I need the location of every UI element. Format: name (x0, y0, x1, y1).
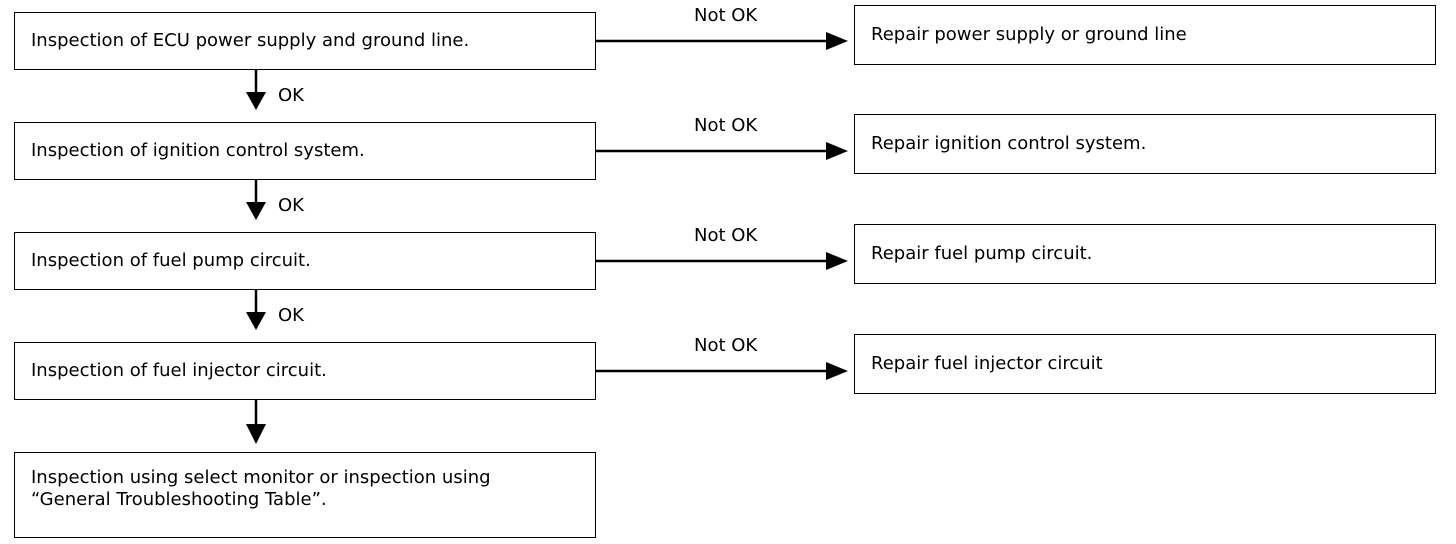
not-ok-label-3: Not OK (694, 225, 758, 246)
inspection-final-line-1: Inspection using select monitor or inspe… (31, 467, 491, 488)
not-ok-label-4: Not OK (694, 335, 758, 356)
ok-label-3: OK (278, 305, 304, 326)
inspection-step-3-text: Inspection of fuel pump circuit. (31, 250, 311, 271)
repair-step-4-text: Repair fuel injector circuit (871, 353, 1103, 374)
down-arrowhead-3 (246, 312, 266, 330)
inspection-step-1: Inspection of ECU power supply and groun… (14, 12, 596, 70)
inspection-step-4-text: Inspection of fuel injector circuit. (31, 360, 327, 381)
inspection-step-3: Inspection of fuel pump circuit. (14, 232, 596, 290)
not-ok-label-2: Not OK (694, 115, 758, 136)
ok-label-2: OK (278, 195, 304, 216)
repair-step-3: Repair fuel pump circuit. (854, 224, 1436, 284)
inspection-step-4: Inspection of fuel injector circuit. (14, 342, 596, 400)
inspection-final-line-2: “General Troubleshooting Table”. (31, 489, 327, 510)
right-arrowhead-3 (826, 252, 848, 270)
inspection-step-1-text: Inspection of ECU power supply and groun… (31, 30, 470, 51)
repair-step-2: Repair ignition control system. (854, 114, 1436, 174)
right-arrowhead-2 (826, 142, 848, 160)
down-arrowhead-4 (246, 424, 266, 444)
right-arrowhead-4 (826, 362, 848, 380)
ok-label-1: OK (278, 85, 304, 106)
inspection-final: Inspection using select monitor or inspe… (14, 452, 596, 538)
right-arrowhead-1 (826, 32, 848, 50)
repair-step-3-text: Repair fuel pump circuit. (871, 243, 1093, 264)
repair-step-2-text: Repair ignition control system. (871, 133, 1147, 154)
inspection-step-2: Inspection of ignition control system. (14, 122, 596, 180)
repair-step-1: Repair power supply or ground line (854, 5, 1436, 65)
not-ok-label-1: Not OK (694, 5, 758, 26)
down-arrowhead-1 (246, 92, 266, 110)
inspection-step-2-text: Inspection of ignition control system. (31, 140, 365, 161)
repair-step-4: Repair fuel injector circuit (854, 334, 1436, 394)
down-arrowhead-2 (246, 202, 266, 220)
repair-step-1-text: Repair power supply or ground line (871, 24, 1187, 45)
